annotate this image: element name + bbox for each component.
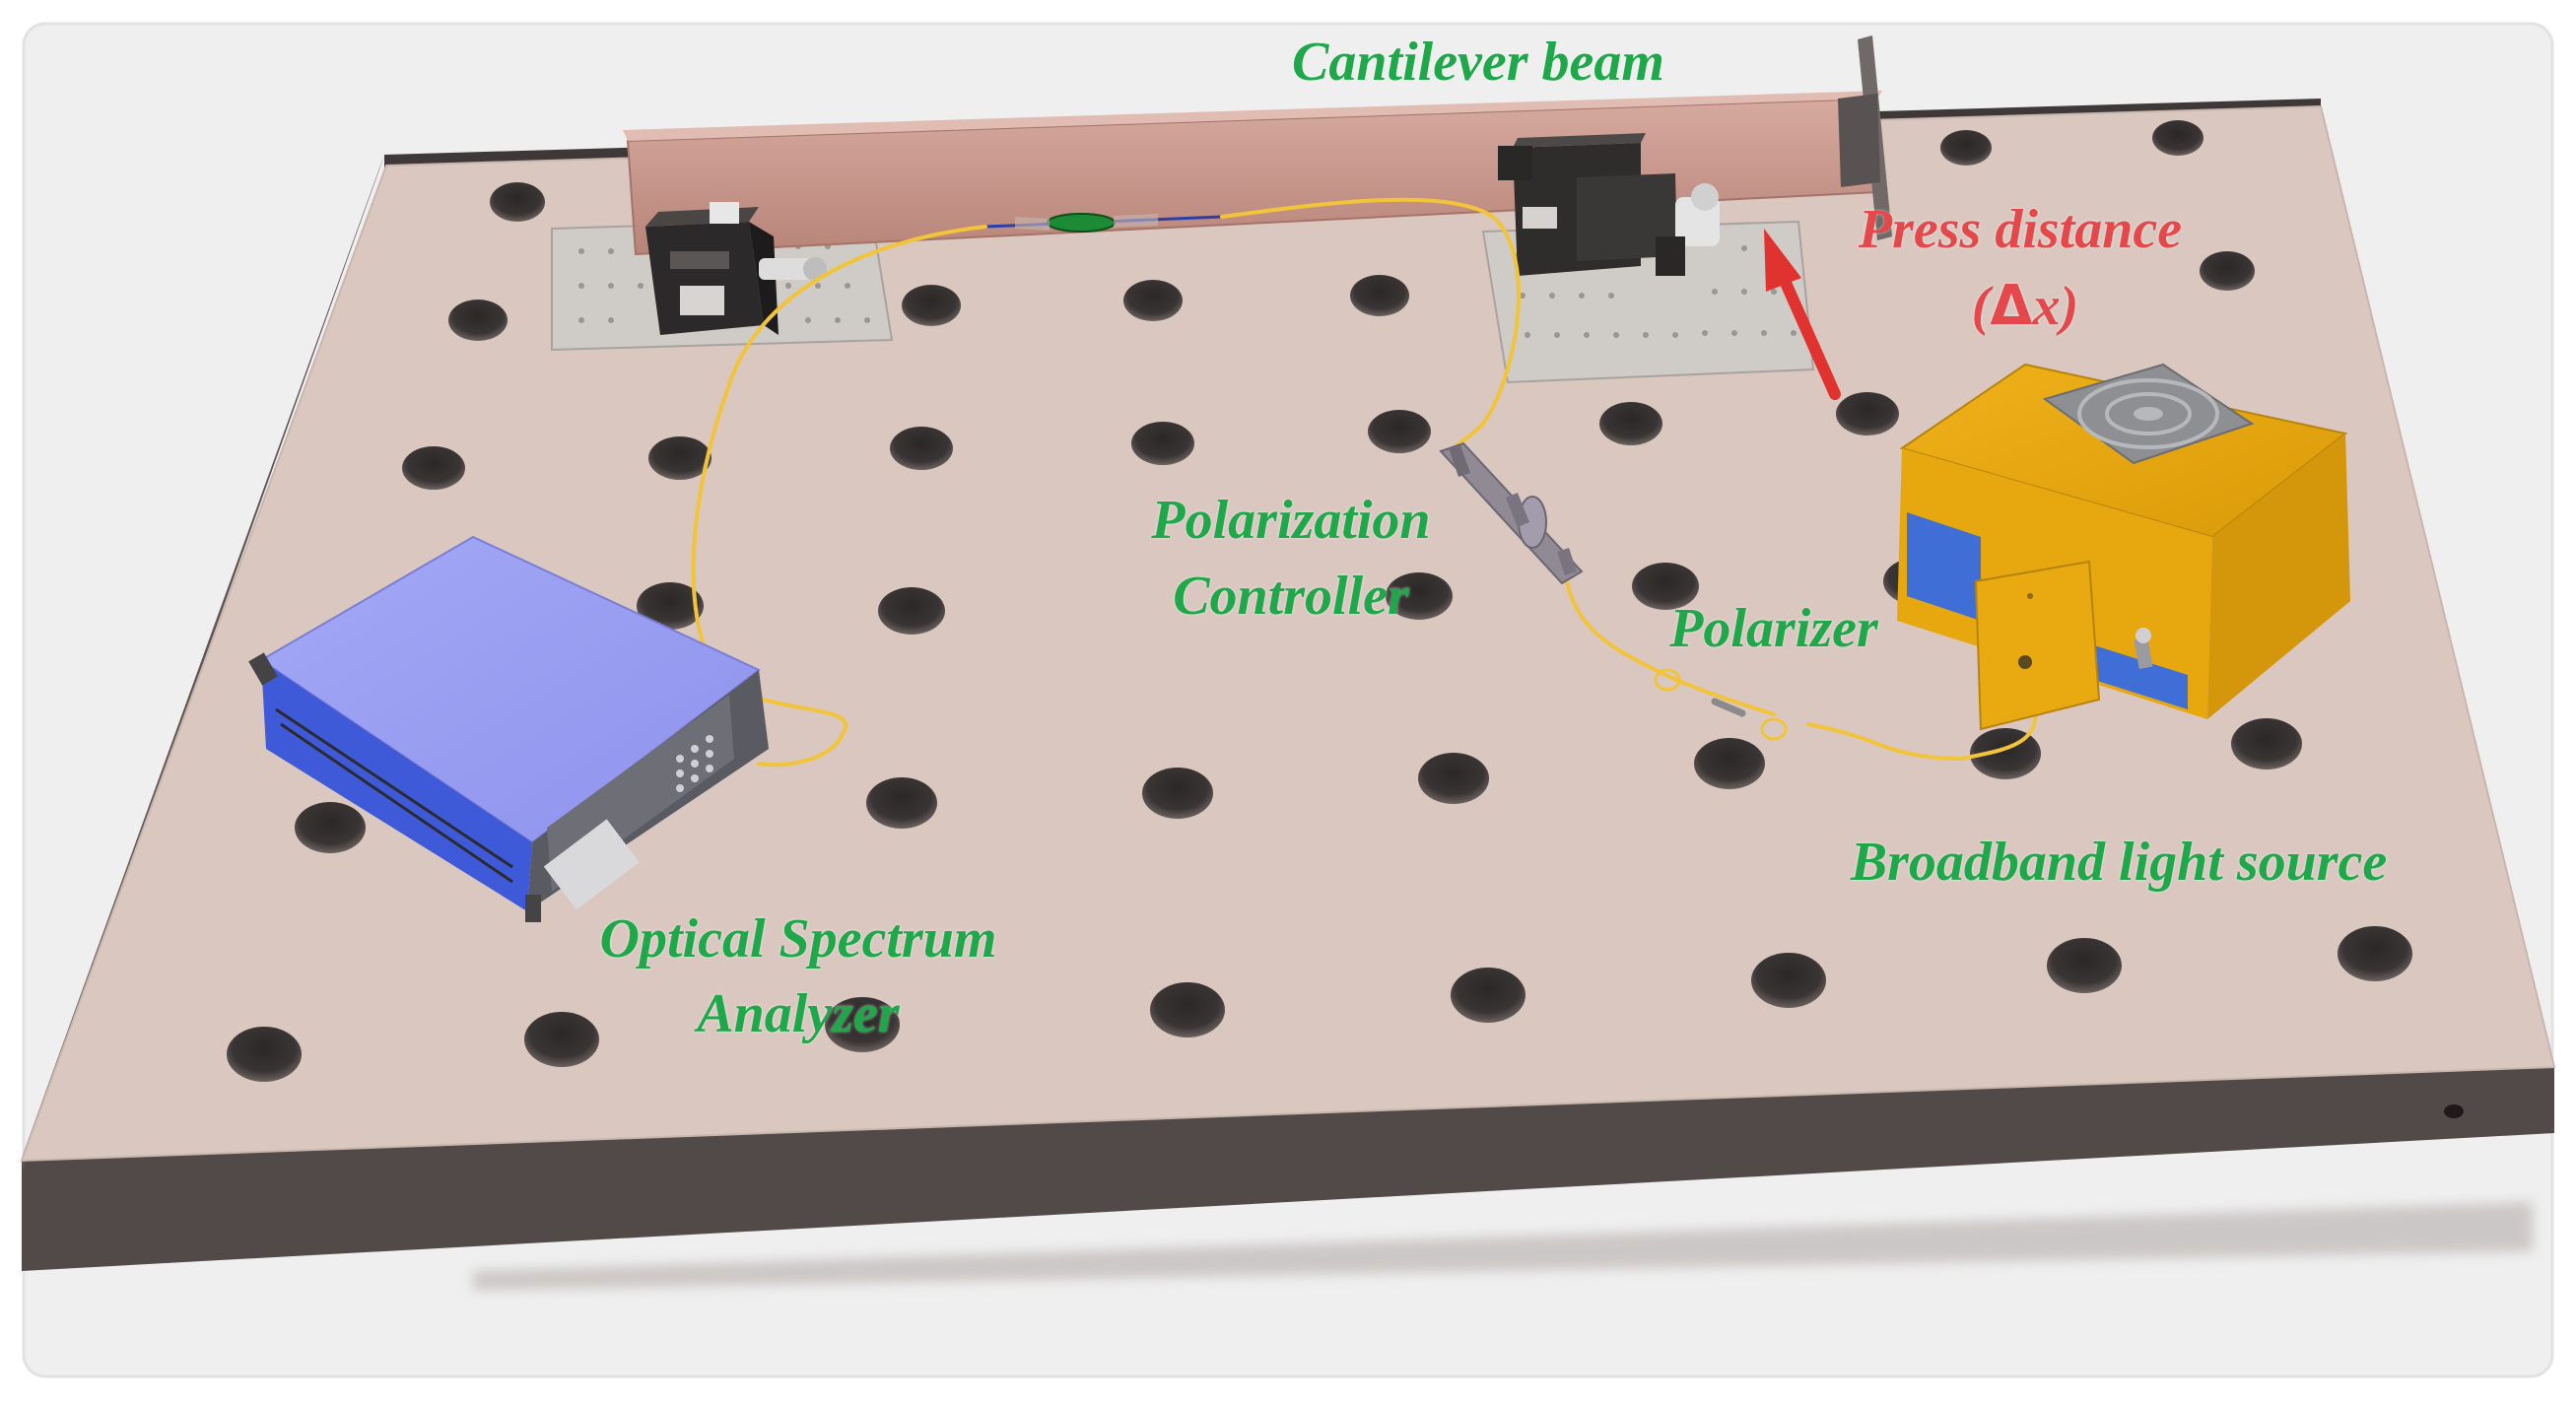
delta-open-paren: ( [1971, 276, 1991, 337]
label-osa-line1: Optical Spectrum [599, 908, 997, 970]
label-polarization-controller-line2: Controller [1173, 566, 1409, 627]
right-translation-stage [1498, 133, 1720, 276]
label-polarizer: Polarizer [1669, 598, 1878, 659]
delta-symbol: Δ [1990, 274, 2033, 338]
label-delta-x: (Δx) [1946, 274, 2104, 339]
table-shadow [473, 1202, 2533, 1291]
label-broadband-light-source: Broadband light source [1850, 832, 2388, 893]
broadband-light-source [1897, 363, 2350, 731]
label-press-distance: Press distance [1858, 199, 2183, 260]
table-front-edge [22, 1067, 2554, 1271]
label-cantilever-beam: Cantilever beam [1292, 32, 1664, 93]
polarizer [1711, 698, 1746, 717]
optical-spectrum-analyzer [248, 535, 769, 922]
label-polarization-controller-line1: Polarization [1151, 490, 1431, 551]
delta-close-paren: ) [2060, 276, 2079, 337]
polarization-controller [1439, 441, 1584, 585]
label-osa-line2: Analyzer [697, 983, 900, 1044]
press-arrow [1764, 229, 1841, 400]
left-fiber-stage [645, 202, 827, 335]
delta-variable: x [2032, 276, 2061, 337]
edge-hole [2444, 1104, 2464, 1118]
